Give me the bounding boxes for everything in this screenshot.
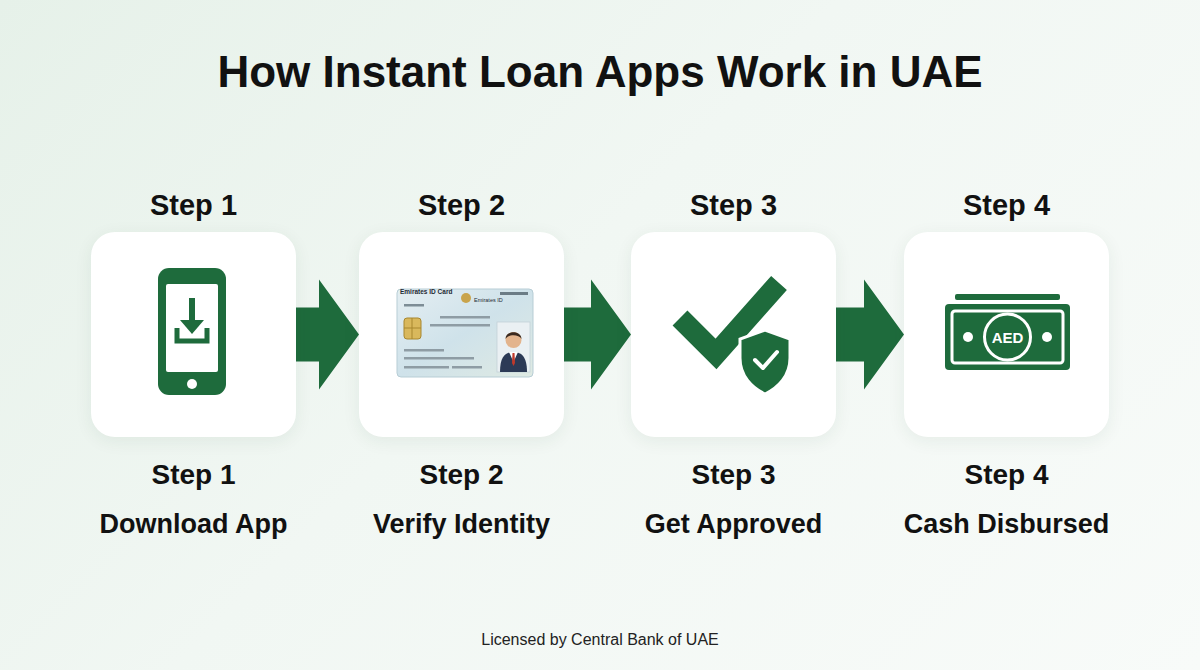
photo-suit: [500, 352, 527, 372]
id-card-icon: [397, 289, 533, 377]
photo-shirt: [509, 352, 518, 362]
flow-arrow: [564, 280, 631, 390]
shield: [740, 330, 790, 394]
card-text-line: [500, 292, 528, 295]
photo-hair: [506, 332, 522, 339]
card-text-line: [440, 316, 490, 319]
card-text-line: [430, 324, 490, 327]
card-photo: [497, 322, 530, 372]
step-number: Step 3: [581, 455, 886, 495]
step-card: [91, 232, 296, 437]
step-heading: Step 2: [309, 185, 614, 225]
chip-line: [412, 318, 413, 339]
flow-arrow: [836, 280, 904, 390]
step-card: [359, 232, 564, 437]
caption: Licensed by Central Bank of UAE: [0, 630, 1200, 650]
photo-tie: [512, 353, 515, 366]
step-node: Step 2Step 2Verify Identity: [359, 185, 564, 545]
phone-icon: [158, 268, 226, 395]
card-chip: [404, 318, 421, 339]
card-text-line: [404, 366, 449, 369]
shield-check: [755, 352, 777, 368]
step-node: Step 1Step 1Download App: [91, 185, 296, 545]
step-label: Verify Identity: [309, 504, 614, 544]
step-node: Step 3Step 3Get Approved: [631, 185, 836, 545]
step-number: Step 1: [41, 455, 346, 495]
download-shaft: [189, 298, 195, 326]
step-card: [904, 232, 1109, 437]
step-heading: Step 3: [581, 185, 886, 225]
step-heading: Step 1: [41, 185, 346, 225]
note-dot: [1042, 332, 1052, 342]
check-mark: [680, 283, 779, 354]
diagram-title: How Instant Loan Apps Work in UAE: [0, 44, 1200, 100]
step-number: Step 4: [854, 455, 1159, 495]
phone-screen: [166, 284, 218, 372]
banknote-icon: [945, 294, 1070, 370]
chip-line: [404, 328, 421, 329]
card-text-line: [404, 349, 444, 352]
note-border: [952, 311, 1063, 363]
download-head: [180, 320, 204, 334]
step-heading: Step 4: [854, 185, 1159, 225]
phone-body: [158, 268, 226, 395]
id-card: [397, 289, 533, 377]
step-label: Get Approved: [581, 504, 886, 544]
card-text-line: [404, 304, 424, 307]
step-node: Step 4Step 4Cash Disbursed: [904, 185, 1109, 545]
step-label: Cash Disbursed: [854, 504, 1159, 544]
note-seal: [985, 314, 1031, 360]
download-tray: [177, 328, 207, 341]
note-back: [955, 294, 1060, 300]
card-text-line: [452, 366, 482, 369]
card-text-line: [404, 357, 474, 360]
note-dot: [963, 332, 973, 342]
phone-button: [187, 379, 197, 389]
emblem: [461, 293, 471, 303]
flow-arrow: [296, 280, 359, 390]
photo-head: [506, 332, 522, 348]
approval-icon: [680, 283, 790, 394]
step-number: Step 2: [309, 455, 614, 495]
note-body: [945, 304, 1070, 370]
step-label: Download App: [41, 504, 346, 544]
step-card: [631, 232, 836, 437]
